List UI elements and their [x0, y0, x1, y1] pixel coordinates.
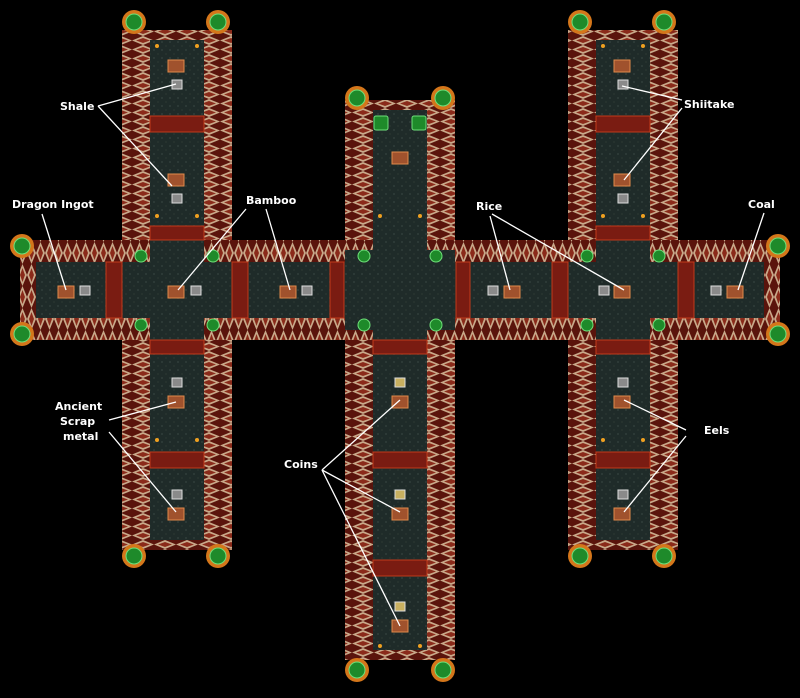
scrap-node[interactable] — [171, 377, 183, 388]
rice-node[interactable] — [598, 285, 610, 296]
label-ancient-line3: metal — [63, 430, 98, 443]
floor-center-hub — [345, 250, 455, 330]
shiitake-node[interactable] — [617, 193, 629, 204]
label-ancient-line2: Scrap — [60, 415, 95, 428]
chest[interactable] — [167, 507, 185, 521]
shiitake-node[interactable] — [617, 79, 629, 90]
label-coal: Coal — [748, 198, 775, 211]
chest[interactable] — [613, 507, 631, 521]
doorways — [105, 115, 695, 577]
chest[interactable] — [391, 507, 409, 521]
corner-orbs — [10, 10, 790, 682]
chest[interactable] — [613, 395, 631, 409]
label-shale: Shale — [60, 100, 94, 113]
rice-node[interactable] — [487, 285, 499, 296]
dragon-ingot-node[interactable] — [79, 285, 91, 296]
bamboo-node[interactable] — [301, 285, 313, 296]
bamboo-node[interactable] — [190, 285, 202, 296]
chest[interactable] — [167, 173, 185, 187]
shale-node[interactable] — [171, 193, 183, 204]
annotation-lines — [41, 83, 765, 627]
label-ancient-line1: Ancient — [55, 400, 102, 413]
chest[interactable] — [726, 285, 744, 299]
label-dragon-ingot: Dragon Ingot — [12, 198, 94, 211]
resource-nodes — [79, 79, 722, 612]
coins-node[interactable] — [394, 489, 406, 500]
label-rice: Rice — [476, 200, 502, 213]
label-bamboo: Bamboo — [246, 194, 297, 207]
torches — [155, 44, 645, 648]
eels-node[interactable] — [617, 377, 629, 388]
coins-node[interactable] — [394, 377, 406, 388]
chest[interactable] — [57, 285, 75, 299]
label-coins: Coins — [284, 458, 318, 471]
label-eels: Eels — [704, 424, 730, 437]
label-shiitake: Shiitake — [684, 98, 734, 111]
scrap-node[interactable] — [171, 489, 183, 500]
chest[interactable] — [167, 285, 185, 299]
coins-node[interactable] — [394, 601, 406, 612]
chest[interactable] — [503, 285, 521, 299]
chest[interactable] — [613, 59, 631, 73]
chest[interactable] — [613, 285, 631, 299]
chest[interactable] — [167, 59, 185, 73]
resource-labels: Shale Dragon Ingot Bamboo Ancient Scrap … — [12, 98, 775, 471]
chest[interactable] — [391, 151, 409, 165]
eels-node[interactable] — [617, 489, 629, 500]
chest[interactable] — [391, 395, 409, 409]
chest[interactable] — [279, 285, 297, 299]
coal-node[interactable] — [710, 285, 722, 296]
